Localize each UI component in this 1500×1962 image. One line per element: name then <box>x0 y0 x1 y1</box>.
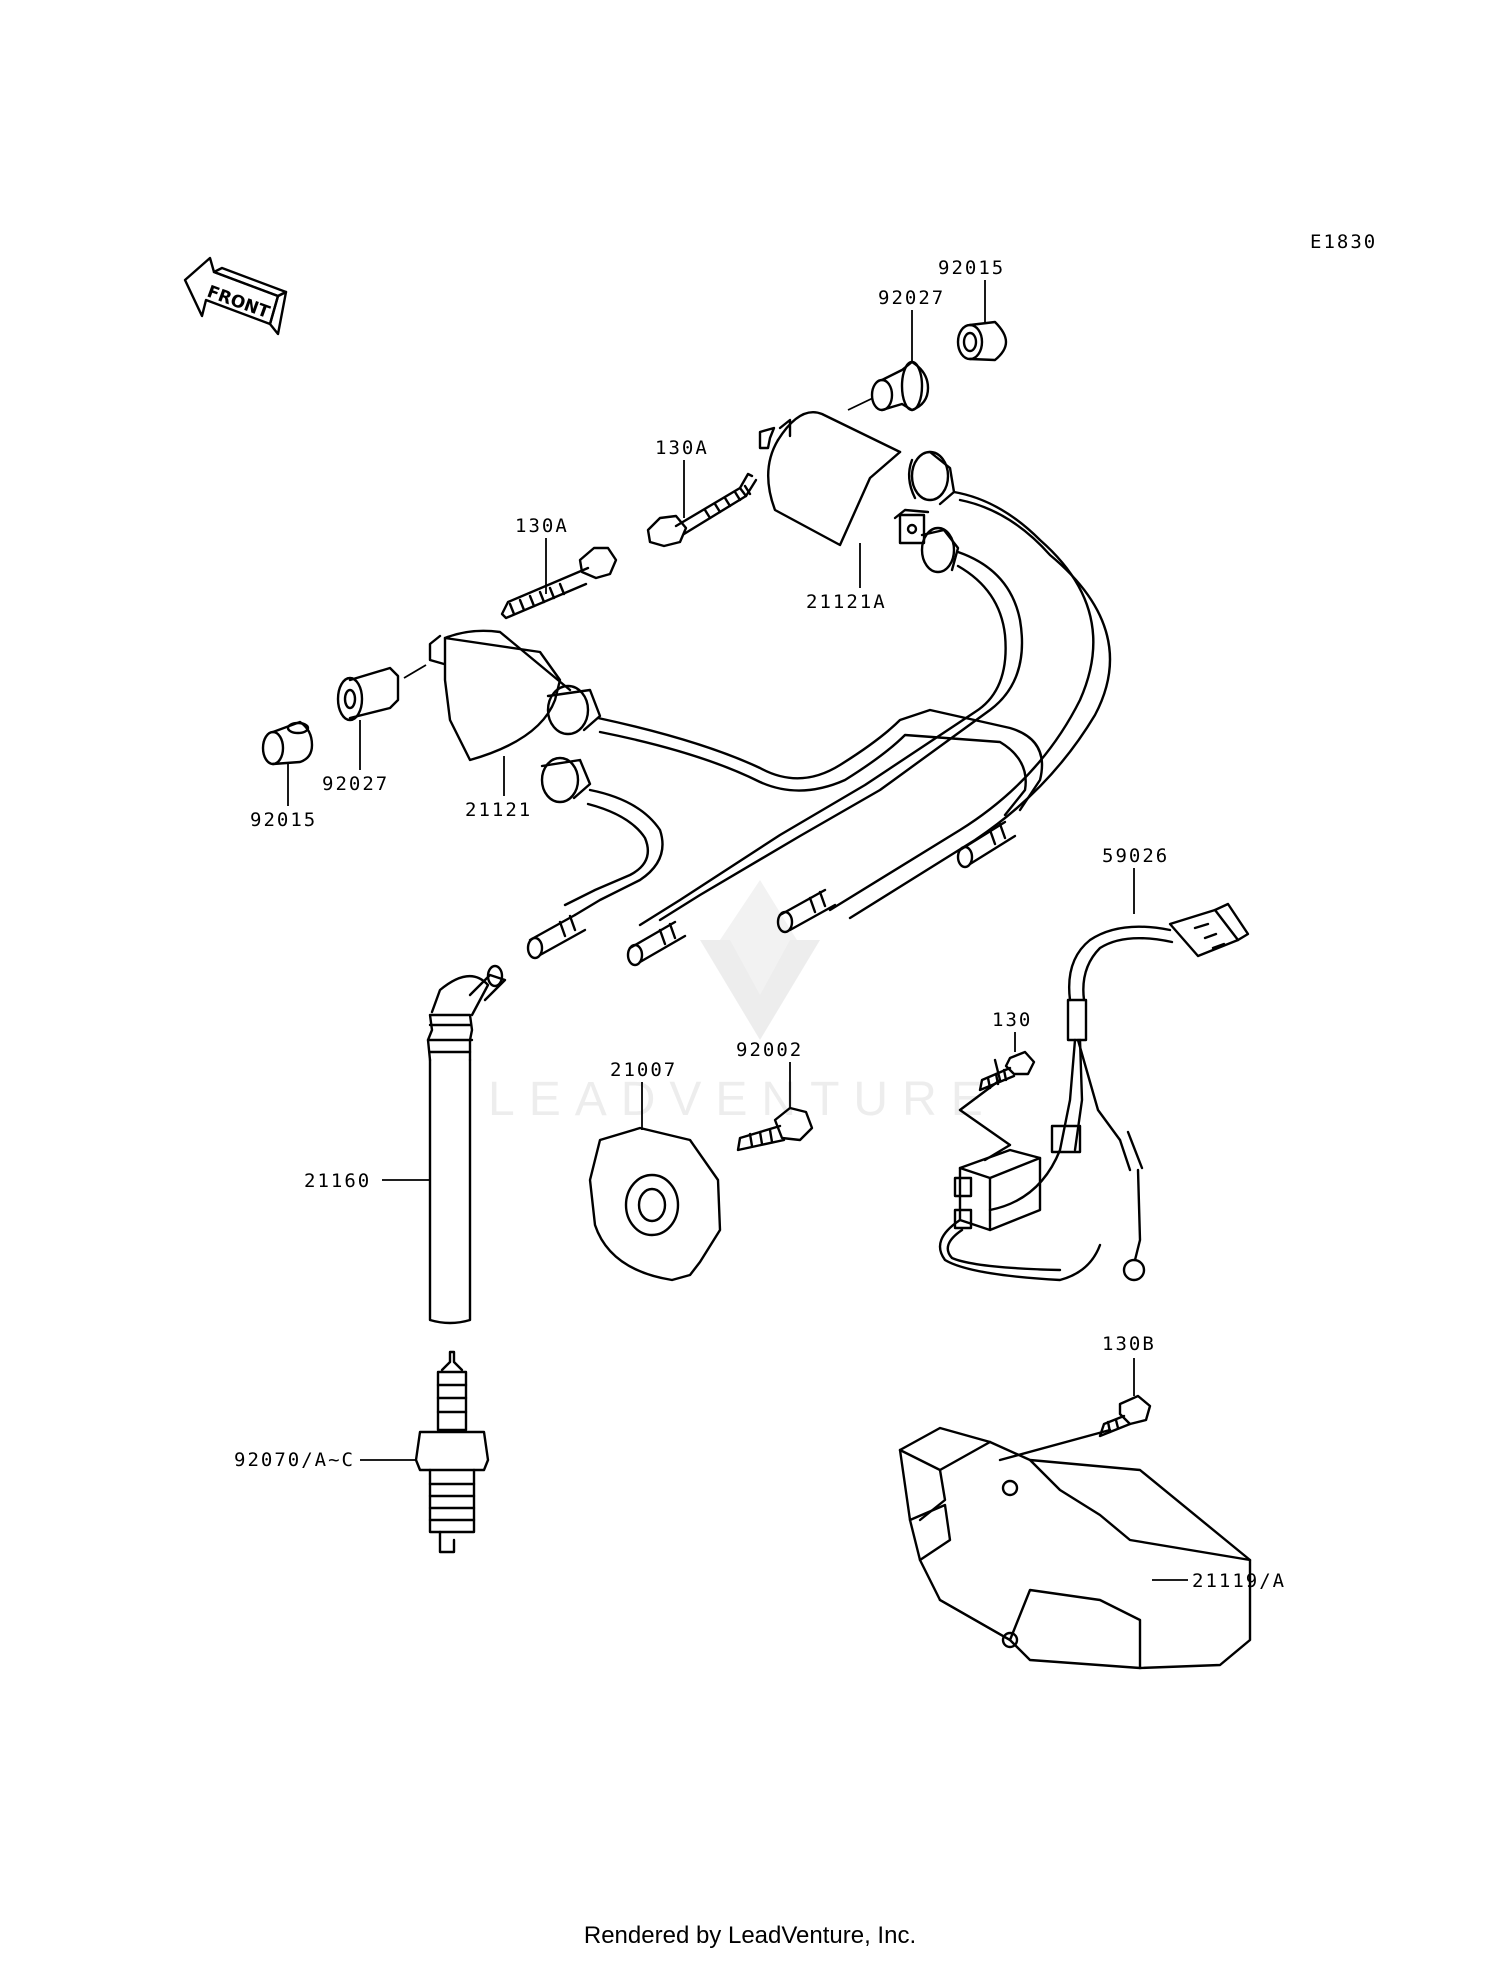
callout-130B: 130B <box>1102 1333 1156 1355</box>
footer-credit: Rendered by LeadVenture, Inc. <box>583 1922 917 1949</box>
front-arrow-icon: FRONT <box>183 256 288 336</box>
callout-21160: 21160 <box>304 1170 371 1192</box>
callout-92027-left: 92027 <box>322 773 389 795</box>
part-21119-igniter <box>898 1426 1252 1670</box>
part-130-bolt <box>978 1050 1036 1092</box>
diagram-code: E1830 <box>1310 231 1377 253</box>
callout-92015-top: 92015 <box>938 257 1005 279</box>
part-59026-pickup-coil-wiring <box>938 902 1250 1282</box>
callout-92015-left: 92015 <box>250 809 317 831</box>
part-92070-spark-plug <box>414 1350 490 1554</box>
callout-92027-top: 92027 <box>878 287 945 309</box>
front-label: FRONT <box>204 282 272 323</box>
callout-130: 130 <box>992 1009 1032 1031</box>
callout-21007: 21007 <box>610 1059 677 1081</box>
leadventure-watermark: LEADVENTURE <box>488 880 997 1126</box>
callout-130A-top: 130A <box>655 437 709 459</box>
part-21121A-ignition-coil <box>638 411 1112 927</box>
part-130B-bolt <box>1098 1394 1152 1438</box>
spark-plug-cable-ends <box>526 820 1017 967</box>
part-92027-left <box>336 666 400 722</box>
part-92027-top <box>870 360 930 412</box>
part-92015-left <box>261 720 314 766</box>
callout-21119: 21119/A <box>1192 1570 1286 1592</box>
callout-21121A: 21121A <box>806 591 887 613</box>
part-21121-ignition-coil <box>428 629 1044 917</box>
callout-92070: 92070/A~C <box>234 1449 355 1471</box>
callout-59026: 59026 <box>1102 845 1169 867</box>
watermark-text: LEADVENTURE <box>488 1073 997 1126</box>
part-21007-timing-rotor <box>588 1126 722 1282</box>
callout-21121: 21121 <box>465 799 532 821</box>
callout-92002: 92002 <box>736 1039 803 1061</box>
part-130A-top-bolt <box>646 472 758 548</box>
part-21160-plug-cap <box>426 964 507 1325</box>
part-130A-mid-bolt <box>500 546 618 620</box>
part-92015-top <box>956 320 1008 362</box>
callout-130A-mid: 130A <box>515 515 569 537</box>
